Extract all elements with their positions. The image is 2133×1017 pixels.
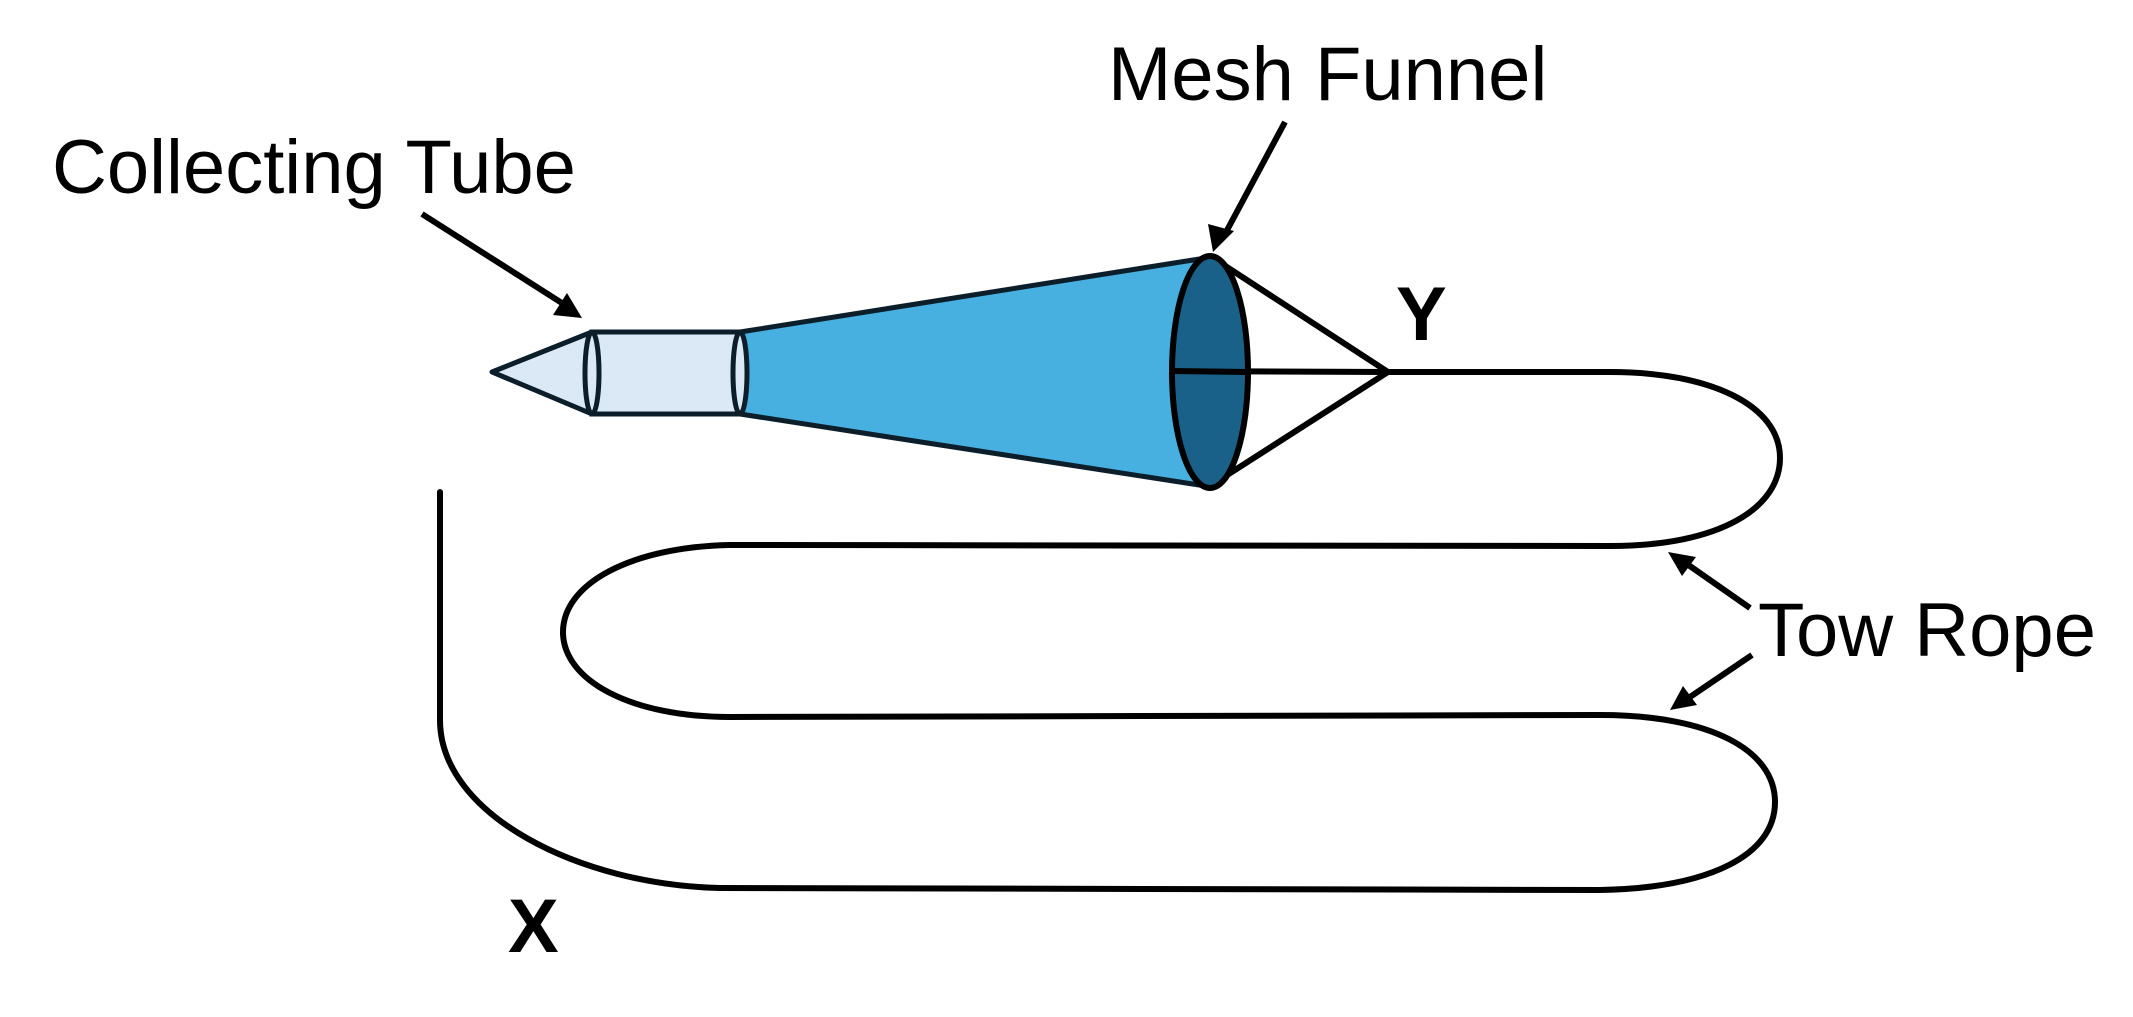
collecting-tube-arrow-head (553, 293, 582, 318)
collecting-tube-arrow (420, 211, 582, 318)
tow-rope-arrow-upper (1668, 552, 1752, 611)
point-y-label: Y (1396, 272, 1447, 357)
mesh-funnel-arrow-line (1222, 120, 1288, 236)
tow-rope-arrow-lower-head (1670, 686, 1697, 710)
collecting-tube-arrow-line (420, 211, 567, 308)
tow-rope-label: Tow Rope (1758, 588, 2096, 673)
bridle-bottom-line (1208, 369, 1390, 489)
collecting-tube-body (589, 329, 743, 417)
mesh-funnel-arrow-head (1208, 224, 1234, 252)
tow-rope (437, 369, 1783, 893)
tow-rope-arrow-lower-line (1688, 652, 1754, 700)
mesh-funnel-mouth-diameter (1171, 368, 1249, 375)
collecting-tube-cone-tip (489, 329, 595, 417)
mesh-funnel-arrow (1208, 120, 1288, 252)
collecting-tube-label: Collecting Tube (52, 125, 576, 210)
bridle-top-line (1208, 253, 1390, 375)
tow-rope-arrow-upper-head (1668, 552, 1696, 576)
collecting-tube-joint (582, 329, 602, 417)
tow-rope-arrow-lower (1670, 652, 1754, 710)
tow-rope-arrow-upper-line (1685, 561, 1752, 611)
mesh-funnel-body (737, 254, 1215, 490)
collecting-tube (489, 329, 750, 417)
collecting-tube-end (730, 329, 750, 417)
mesh-funnel-label: Mesh Funnel (1108, 32, 1547, 117)
point-x-label: X (508, 884, 559, 969)
